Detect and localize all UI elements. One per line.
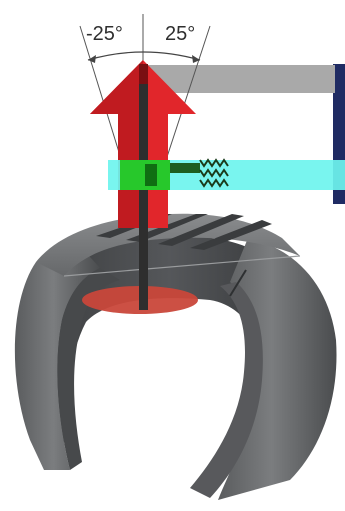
sensor-shaft-dark-top [139, 64, 148, 84]
angle-arc [88, 52, 200, 60]
sensor-shaft [139, 78, 148, 310]
angle-label-right: 25° [165, 23, 195, 45]
green-block-dark [145, 164, 157, 186]
dark-strip [170, 163, 200, 173]
angle-label-left: -25° [86, 23, 123, 45]
